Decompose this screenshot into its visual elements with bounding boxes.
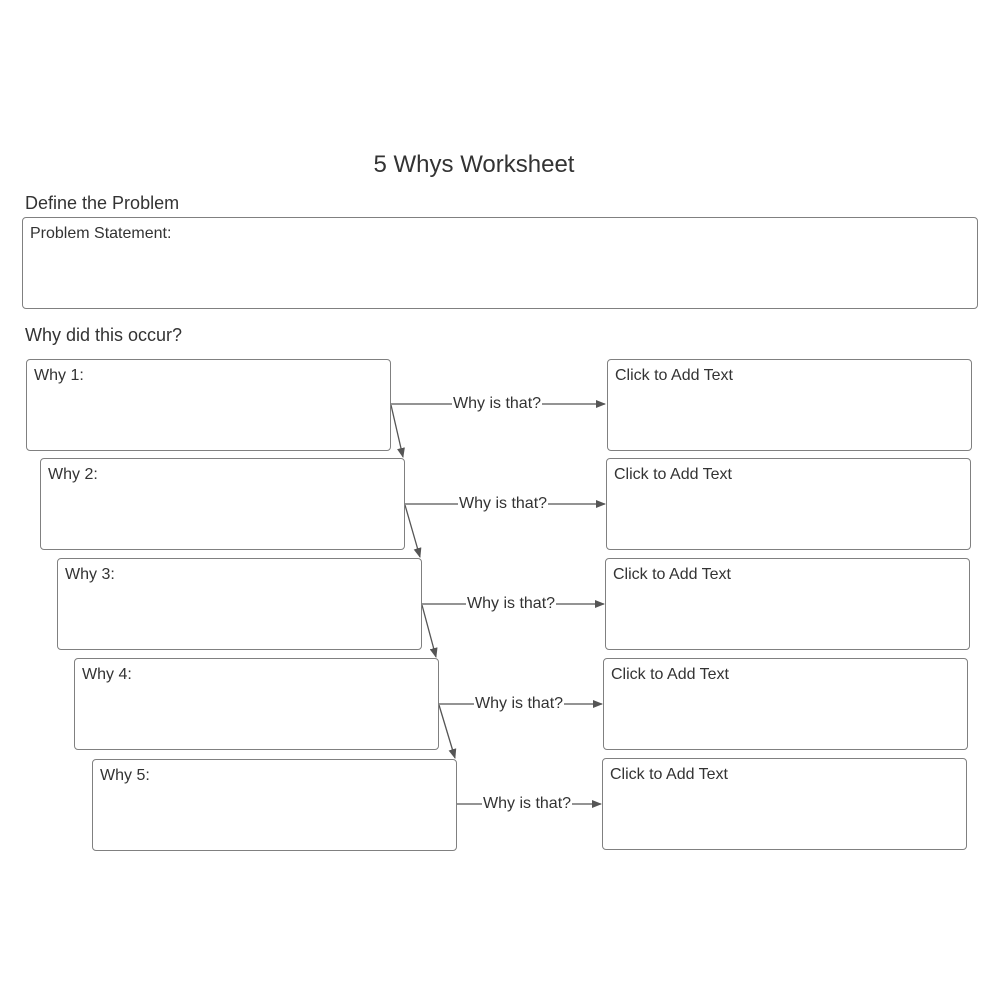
answer-4-box[interactable]: Click to Add Text [603,658,968,750]
why-5-box[interactable]: Why 5: [92,759,457,851]
why-1-label: Why 1: [34,367,84,384]
why-2-box[interactable]: Why 2: [40,458,405,550]
answer-4-text: Click to Add Text [611,666,729,683]
why-3-box[interactable]: Why 3: [57,558,422,650]
define-problem-heading: Define the Problem [25,193,180,213]
why-is-that-label-5: Why is that? [482,795,573,813]
answer-5-text: Click to Add Text [610,766,728,783]
why-is-that-label-3: Why is that? [466,595,557,613]
worksheet-title: 5 Whys Worksheet [373,151,575,178]
cascade-arrow-2-3 [404,504,422,558]
why-is-that-label-1: Why is that? [452,395,543,413]
answer-2-box[interactable]: Click to Add Text [606,458,971,550]
why-4-box[interactable]: Why 4: [74,658,439,750]
why-5-label: Why 5: [100,767,150,784]
answer-3-box[interactable]: Click to Add Text [605,558,970,650]
why-4-label: Why 4: [82,666,132,683]
answer-3-text: Click to Add Text [613,566,731,583]
why-1-box[interactable]: Why 1: [26,359,391,451]
cascade-arrow-3-4 [421,604,438,658]
answer-5-box[interactable]: Click to Add Text [602,758,967,850]
why-2-label: Why 2: [48,466,98,483]
why-3-label: Why 3: [65,566,115,583]
problem-statement-box[interactable]: Problem Statement: [22,217,978,309]
problem-statement-label: Problem Statement: [30,225,172,242]
answer-1-box[interactable]: Click to Add Text [607,359,972,451]
why-occur-heading: Why did this occur? [25,325,183,345]
answer-2-text: Click to Add Text [614,466,732,483]
why-is-that-label-4: Why is that? [474,695,565,713]
why-is-that-label-2: Why is that? [458,495,549,513]
cascade-arrow-4-5 [438,704,457,759]
answer-1-text: Click to Add Text [615,367,733,384]
cascade-arrow-1-2 [390,404,405,458]
